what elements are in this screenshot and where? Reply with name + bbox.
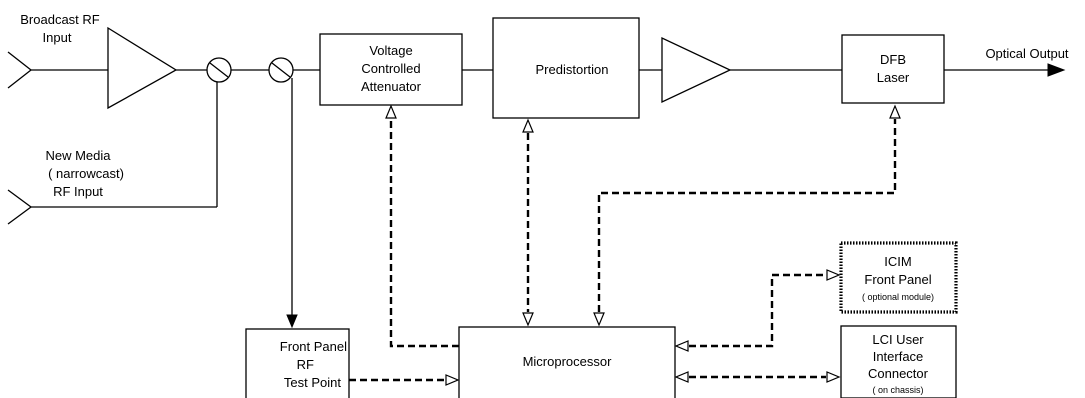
- input-amplifier-icon: [107, 26, 207, 110]
- predistortion-block: Predistortion: [492, 17, 640, 119]
- driver-amplifier-icon: [661, 36, 842, 104]
- new-media-label-1: New Media: [45, 148, 111, 163]
- optical-output-arrow-icon: [944, 63, 1066, 77]
- new-media-input-arrow-icon: [7, 81, 218, 225]
- icim-front-panel-block: ICIM Front Panel ( optional module): [839, 241, 958, 314]
- vca-control-path: [385, 104, 459, 348]
- vca-block: Voltage Controlled Attenuator: [319, 33, 463, 106]
- microprocessor-label: Microprocessor: [523, 354, 613, 369]
- lci-connector-block: LCI User Interface Connector ( on chassi…: [840, 325, 957, 398]
- icim-control-path: [674, 269, 841, 352]
- vca-label-3: Attenuator: [361, 79, 422, 94]
- vca-label-2: Controlled: [361, 61, 420, 76]
- dfb-label-1: DFB: [880, 52, 906, 67]
- front-panel-label-3: Test Point: [284, 375, 341, 390]
- test-point-tap-line: [286, 78, 298, 329]
- broadcast-input-arrow-icon: [7, 51, 108, 89]
- lci-note: ( on chassis): [872, 385, 923, 395]
- front-panel-control-path: [349, 374, 460, 386]
- front-panel-test-point-block: Front Panel RF Test Point: [245, 328, 350, 398]
- icim-label-2: Front Panel: [864, 272, 931, 287]
- lci-label-2: Interface: [873, 349, 924, 364]
- broadcast-input-label-1: Broadcast RF: [20, 12, 100, 27]
- dfb-label-2: Laser: [877, 70, 910, 85]
- new-media-label-2: ( narrowcast): [48, 166, 124, 181]
- lci-label-1: LCI User: [872, 332, 924, 347]
- predistortion-control-path: [522, 118, 534, 327]
- predistortion-label: Predistortion: [536, 62, 609, 77]
- front-panel-label-2: RF: [297, 357, 314, 372]
- combiner-coupler-icon: [206, 57, 269, 83]
- dfb-laser-block: DFB Laser: [841, 34, 945, 104]
- microprocessor-block: Microprocessor: [458, 326, 676, 398]
- front-panel-label-1: Front Panel: [280, 339, 347, 354]
- new-media-label-3: RF Input: [53, 184, 103, 199]
- broadcast-input-label-2: Input: [43, 30, 72, 45]
- vca-label-1: Voltage: [369, 43, 412, 58]
- icim-label-1: ICIM: [884, 254, 911, 269]
- icim-note: ( optional module): [862, 292, 934, 302]
- lci-label-3: Connector: [868, 366, 929, 381]
- lci-control-path: [674, 371, 841, 383]
- splitter-coupler-icon: [268, 57, 320, 83]
- optical-output-label: Optical Output: [985, 46, 1068, 61]
- dfb-control-path: [593, 104, 901, 327]
